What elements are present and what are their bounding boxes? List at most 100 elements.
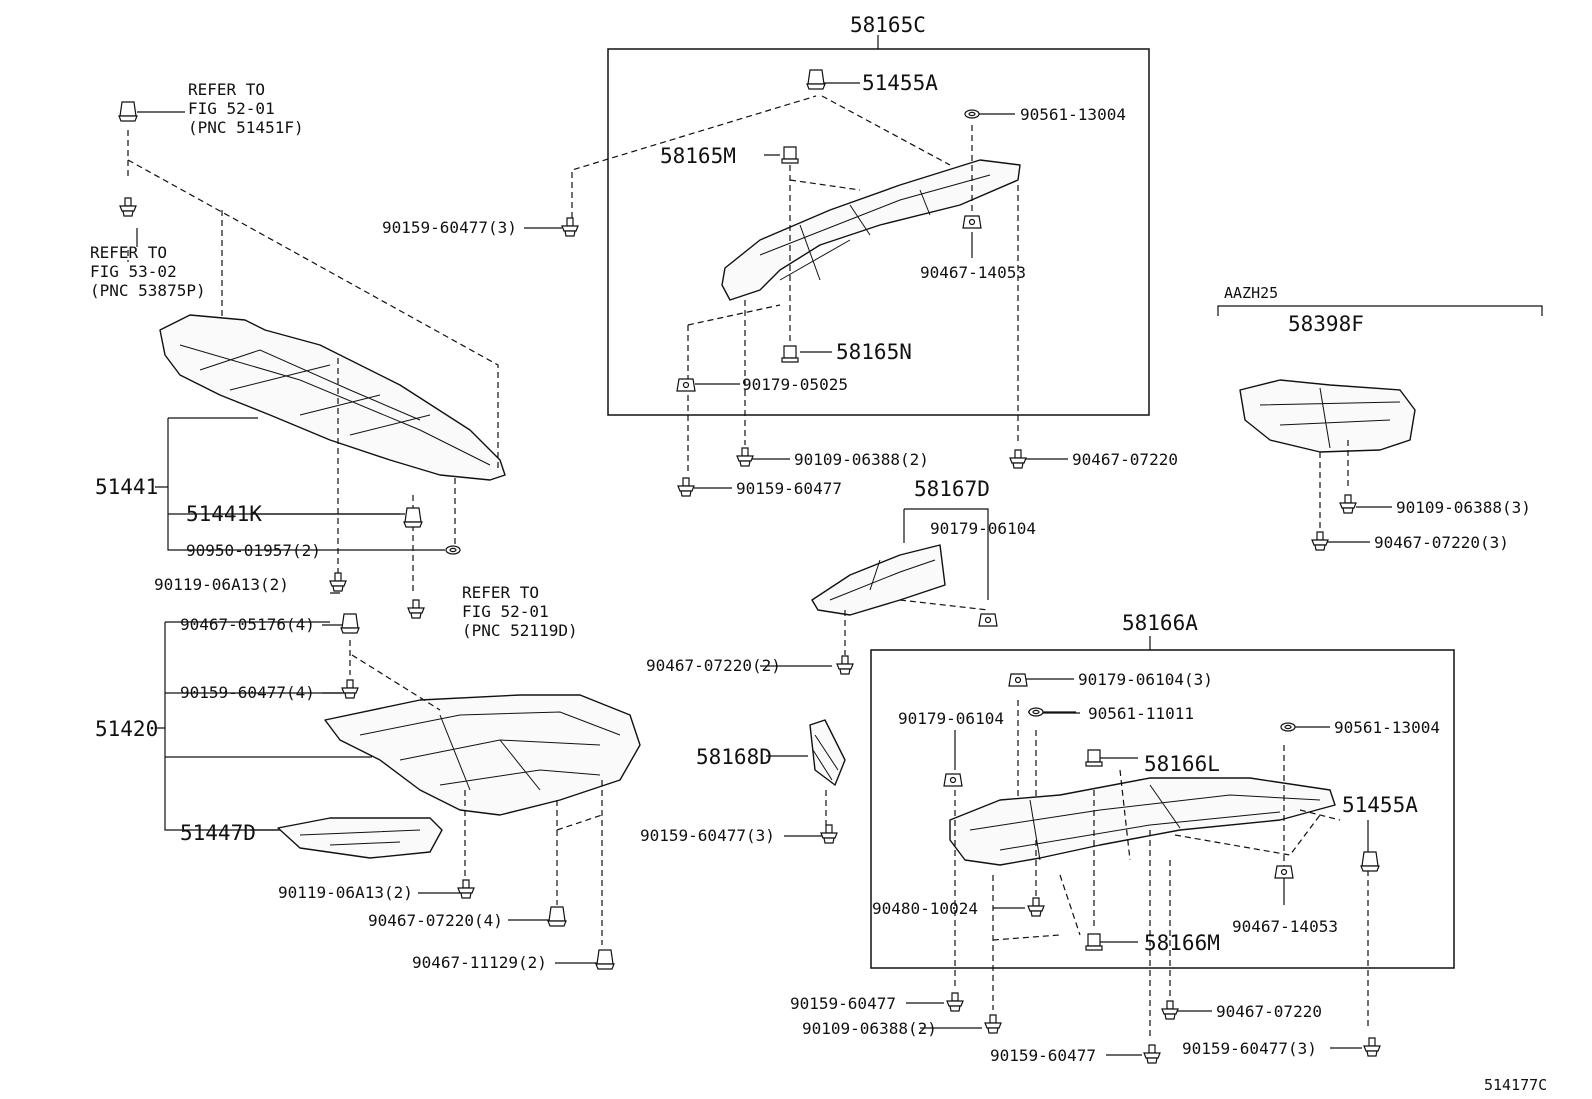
part-label: 90467-07220	[1072, 450, 1178, 469]
part-label: 51455A	[862, 71, 938, 95]
part-label: 90561-13004	[1020, 105, 1126, 124]
part-label: 90467-11129(2)	[412, 953, 547, 972]
part-label: 90467-07220(2)	[646, 656, 781, 675]
svg-text:FIG 53-02: FIG 53-02	[90, 262, 177, 281]
bolt-icon	[329, 572, 347, 592]
note-refer-fig-52-01-a: REFER TO FIG 52-01 (PNC 51451F)	[188, 80, 304, 137]
part-label: 90480-10024	[872, 899, 978, 918]
group-label-51420: 51420	[95, 717, 158, 741]
bolt-icon	[984, 1014, 1002, 1034]
bolt-icon	[457, 879, 475, 899]
bolt-icon	[1143, 1044, 1161, 1064]
part-label: 90159-60477(4)	[180, 683, 315, 702]
note-refer-fig-52-01-b: REFER TO FIG 52-01 (PNC 52119D)	[462, 583, 578, 640]
svg-text:REFER TO: REFER TO	[90, 243, 167, 262]
grommet-icon	[1280, 722, 1296, 732]
grommet-icon	[1028, 707, 1044, 717]
part-label: 90159-60477	[990, 1046, 1096, 1065]
svg-text:REFER TO: REFER TO	[188, 80, 265, 99]
group-box-58166A	[870, 649, 1455, 969]
bolt-icon	[119, 197, 137, 217]
group-label-58167D: 58167D	[914, 477, 990, 501]
part-label: 90467-05176(4)	[180, 615, 315, 634]
svg-text:FIG 52-01: FIG 52-01	[188, 99, 275, 118]
part-label: 90179-06104	[898, 709, 1004, 728]
svg-text:(PNC 51451F): (PNC 51451F)	[188, 118, 304, 137]
part-label: 90467-14053	[1232, 917, 1338, 936]
part-label: 90119-06A13(2)	[278, 883, 413, 902]
nut-icon	[1008, 673, 1028, 687]
nut-icon	[962, 215, 982, 229]
group-label-58166A: 58166A	[1122, 611, 1198, 635]
bolt-icon	[836, 655, 854, 675]
part-label: 90159-60477	[736, 479, 842, 498]
bolt-icon	[1311, 531, 1329, 551]
part-label: 90159-60477	[790, 994, 896, 1013]
bolt-icon	[1161, 1000, 1179, 1020]
part-label: 58168D	[696, 745, 772, 769]
part-label: 90109-06388(3)	[1396, 498, 1531, 517]
part-label: 90159-60477(3)	[382, 218, 517, 237]
part-label: 90467-07220	[1216, 1002, 1322, 1021]
part-label: 90179-05025	[742, 375, 848, 394]
pin-icon	[781, 345, 799, 363]
nut-icon	[943, 773, 963, 787]
svg-text:(PNC 53875P): (PNC 53875P)	[90, 281, 206, 300]
clip-icon	[118, 101, 138, 122]
part-label: 90109-06388(2)	[794, 450, 929, 469]
side-cover-58167D	[811, 544, 946, 616]
part-label: 58166L	[1144, 752, 1220, 776]
grommet-icon	[445, 545, 461, 555]
note-refer-fig-53-02: REFER TO FIG 53-02 (PNC 53875P)	[90, 243, 206, 300]
part-label: 90467-07220(4)	[368, 911, 503, 930]
nut-icon	[1274, 865, 1294, 879]
part-label: 90467-07220(3)	[1374, 533, 1509, 552]
part-label: 90179-06104(3)	[1078, 670, 1213, 689]
clip-icon	[1360, 851, 1380, 872]
clip-icon	[340, 613, 360, 634]
part-label: 51447D	[180, 821, 256, 845]
part-label: 90467-14053	[920, 263, 1026, 282]
side-cover-58168D	[809, 719, 846, 786]
pin-icon	[1085, 749, 1103, 767]
side-cover-58165C	[721, 159, 1021, 301]
part-label: 90159-60477(3)	[640, 826, 775, 845]
clip-icon	[806, 69, 826, 90]
variant-label: AAZH25	[1224, 284, 1278, 302]
nut-icon	[978, 613, 998, 627]
group-label-58165C: 58165C	[850, 13, 926, 37]
clip-icon	[547, 906, 567, 927]
clip-icon	[403, 507, 423, 528]
bolt-icon	[341, 679, 359, 699]
bolt-icon	[1027, 897, 1045, 917]
engine-under-cover-51441	[159, 314, 506, 481]
part-label: 51455A	[1342, 793, 1418, 817]
part-label: 90561-13004	[1334, 718, 1440, 737]
bolt-icon	[1339, 494, 1357, 514]
bolt-icon	[736, 447, 754, 467]
grommet-icon	[964, 109, 980, 119]
nut-icon	[676, 378, 696, 392]
side-cover-58398F	[1239, 379, 1416, 453]
bolt-icon	[946, 992, 964, 1012]
bolt-icon	[407, 599, 425, 619]
part-label: 90561-11011	[1088, 704, 1194, 723]
part-label: 90179-06104	[930, 519, 1036, 538]
engine-under-cover-51420	[324, 694, 641, 816]
group-label-58398F: 58398F	[1288, 312, 1364, 336]
part-label: 58165N	[836, 340, 912, 364]
side-cover-58166A	[949, 777, 1336, 866]
part-label: 90119-06A13(2)	[154, 575, 289, 594]
engine-under-cover-51447D	[277, 817, 443, 859]
bracket-aazh25	[1217, 305, 1543, 316]
group-label-51441: 51441	[95, 475, 158, 499]
part-label: 51441K	[186, 502, 262, 526]
part-label: 58165M	[660, 144, 736, 168]
bolt-icon	[1363, 1037, 1381, 1057]
part-label: 90159-60477(3)	[1182, 1039, 1317, 1058]
bolt-icon	[1009, 449, 1027, 469]
svg-text:FIG 52-01: FIG 52-01	[462, 602, 549, 621]
bolt-icon	[820, 824, 838, 844]
svg-text:REFER TO: REFER TO	[462, 583, 539, 602]
